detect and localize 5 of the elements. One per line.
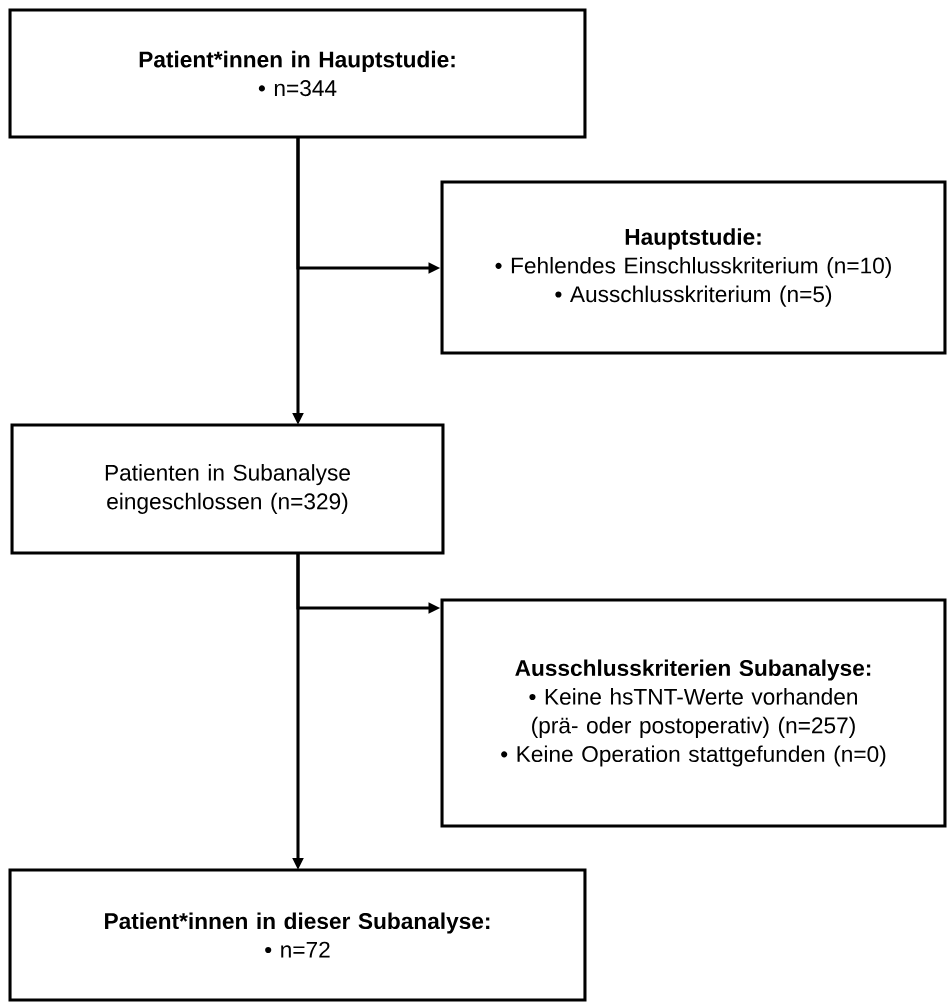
flow-box: Patient*innen in Hauptstudie: • n=344 [8, 8, 587, 139]
flow-box: Patienten in Subanalyse eingeschlossen (n=329) [10, 423, 445, 555]
flow-box: Hauptstudie: • Fehlendes Einschlusskriterium (n=10) • Ausschlusskriterium (n=5) [440, 180, 947, 355]
flow-box: Patient*innen in dieser Subanalyse: • n=72 [8, 868, 587, 1002]
flow-box: Ausschlusskriterien Subanalyse: • Keine hsTNT-Werte vorhanden (prä- oder postoperativ) (n=257) • Keine Operation stattgefunden (n=0) [440, 598, 947, 828]
